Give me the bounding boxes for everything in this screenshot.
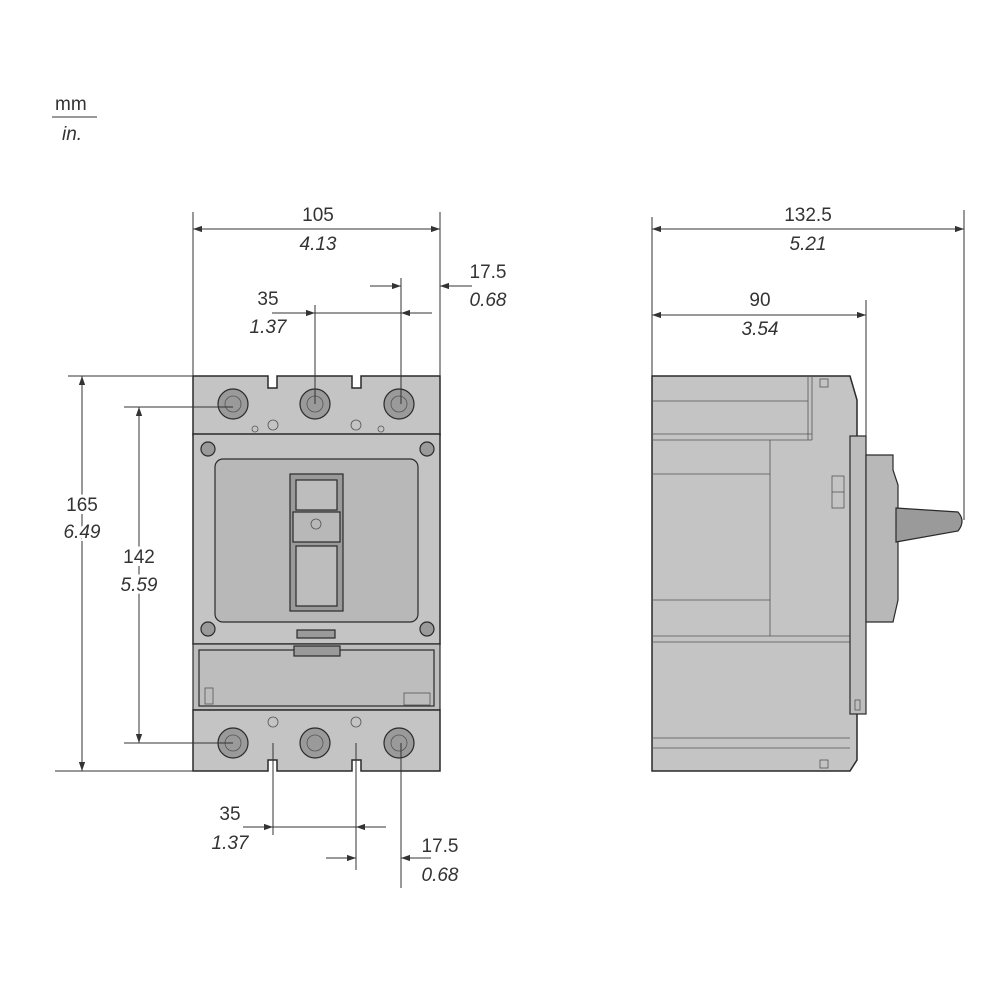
dim-top-offset-mm: 17.5: [470, 262, 507, 283]
bottom-terminal-screw-center: [299, 727, 331, 759]
dim-depth-overall-in: 5.21: [790, 234, 827, 255]
corner-screw-icon: [200, 621, 216, 637]
dim-width-in: 4.13: [300, 234, 337, 255]
front-dimensions: 105 4.13 17.5 0.68 35 1.37 165 6.49 142 …: [55, 205, 507, 888]
test-button: [293, 645, 341, 657]
dim-bottom-pitch-in: 1.37: [212, 833, 250, 854]
dim-top-pitch-mm: 35: [257, 289, 278, 310]
dim-depth-body-mm: 90: [749, 290, 770, 311]
top-terminal-screw-right: [383, 388, 415, 420]
corner-screw-icon: [419, 621, 435, 637]
dim-bottom-pitch-mm: 35: [219, 804, 240, 825]
dim-depth-overall-mm: 132.5: [784, 205, 832, 226]
units-secondary: in.: [62, 124, 82, 145]
units-primary: mm: [55, 94, 87, 115]
bottom-terminal-screw-right: [383, 727, 415, 759]
dim-bottom-offset-mm: 17.5: [422, 836, 459, 857]
indicator-label: [296, 629, 336, 639]
dim-top-pitch-in: 1.37: [250, 317, 288, 338]
side-main-body: [651, 375, 858, 772]
dim-depth-body-in: 3.54: [742, 319, 779, 340]
units-legend: mm in.: [52, 94, 97, 145]
side-dimensions: 132.5 5.21 90 3.54: [651, 205, 965, 520]
top-terminal-screw-left: [217, 388, 249, 420]
corner-screw-icon: [200, 441, 216, 457]
front-view: [192, 375, 441, 772]
dim-mount-height-in: 5.59: [121, 575, 158, 596]
dim-height-mm: 165: [66, 495, 98, 516]
front-lower-window: [198, 649, 435, 707]
dim-bottom-offset-in: 0.68: [422, 865, 459, 886]
dim-width-mm: 105: [302, 205, 334, 226]
corner-screw-icon: [419, 441, 435, 457]
dim-height-in: 6.49: [64, 522, 101, 543]
side-view: [651, 375, 963, 772]
dim-top-offset-in: 0.68: [470, 290, 507, 311]
side-toggle-base: [865, 454, 899, 623]
side-toggle-lever: [895, 507, 963, 543]
dim-mount-height-mm: 142: [123, 547, 155, 568]
side-front-plate: [849, 435, 867, 715]
